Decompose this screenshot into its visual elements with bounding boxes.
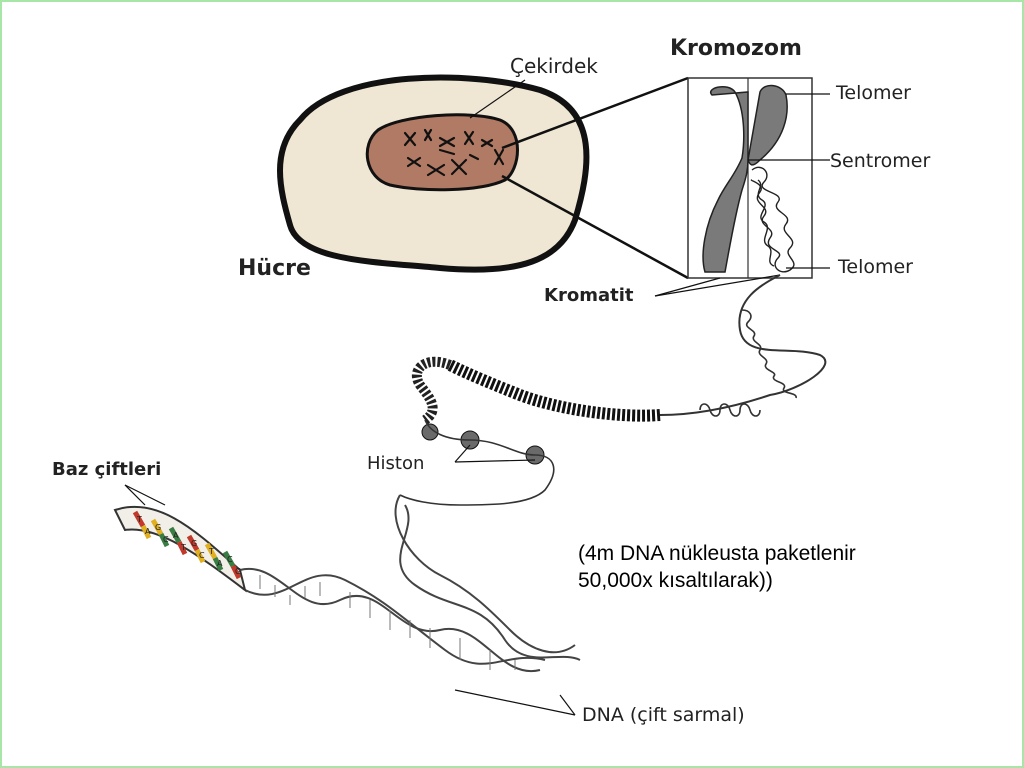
label-telomer-bottom: Telomer xyxy=(838,256,913,278)
label-kromatit: Kromatit xyxy=(544,285,634,306)
base-letter: C xyxy=(227,555,233,564)
chromatin-coil xyxy=(750,166,795,273)
label-cekirdek: Çekirdek xyxy=(510,54,598,78)
label-sentromer: Sentromer xyxy=(830,150,931,172)
base-rung xyxy=(176,540,188,556)
base-letter: G xyxy=(235,567,241,576)
base-letter: G xyxy=(191,539,197,548)
base-letter: T xyxy=(208,547,214,556)
base-letter: A xyxy=(217,559,223,568)
base-rung xyxy=(132,510,146,528)
base-rung xyxy=(150,518,164,536)
base-rung xyxy=(140,524,152,540)
base-rung xyxy=(230,564,242,580)
label-dna: DNA (çift sarmal) xyxy=(582,704,745,726)
base-letter: C xyxy=(199,551,205,560)
label-telomer-top: Telomer xyxy=(836,82,911,104)
base-rung xyxy=(194,548,206,564)
label-histon: Histon xyxy=(367,453,425,474)
nucleus-chromosomes xyxy=(403,128,505,177)
base-rung xyxy=(204,542,218,560)
base-letter: T xyxy=(180,543,186,552)
nucleosomes xyxy=(421,423,545,465)
base-letter: A xyxy=(173,531,179,540)
base-letter: T xyxy=(136,515,142,524)
base-rung xyxy=(158,532,170,548)
base-letter: G xyxy=(155,523,161,532)
note-line-2: 50,000x kısaltılarak)) xyxy=(578,569,773,592)
base-rung xyxy=(168,526,182,544)
base-letter: A xyxy=(145,527,151,536)
dna-helix xyxy=(239,494,581,673)
chromatin-strand xyxy=(659,274,827,417)
chromatid-left xyxy=(702,85,749,273)
base-letter: C xyxy=(163,535,169,544)
base-rung xyxy=(186,534,200,552)
label-kromozom: Kromozom xyxy=(670,36,802,61)
note-line-1: (4m DNA nükleusta paketlenir xyxy=(578,542,856,565)
chromatid-right xyxy=(747,84,788,166)
nucleus xyxy=(365,113,519,192)
label-hucre: Hücre xyxy=(238,256,311,281)
base-rung xyxy=(212,556,224,572)
base-rung xyxy=(222,550,236,568)
label-baz-ciftleri: Baz çiftleri xyxy=(52,459,162,480)
solenoid-fiber xyxy=(411,356,661,425)
